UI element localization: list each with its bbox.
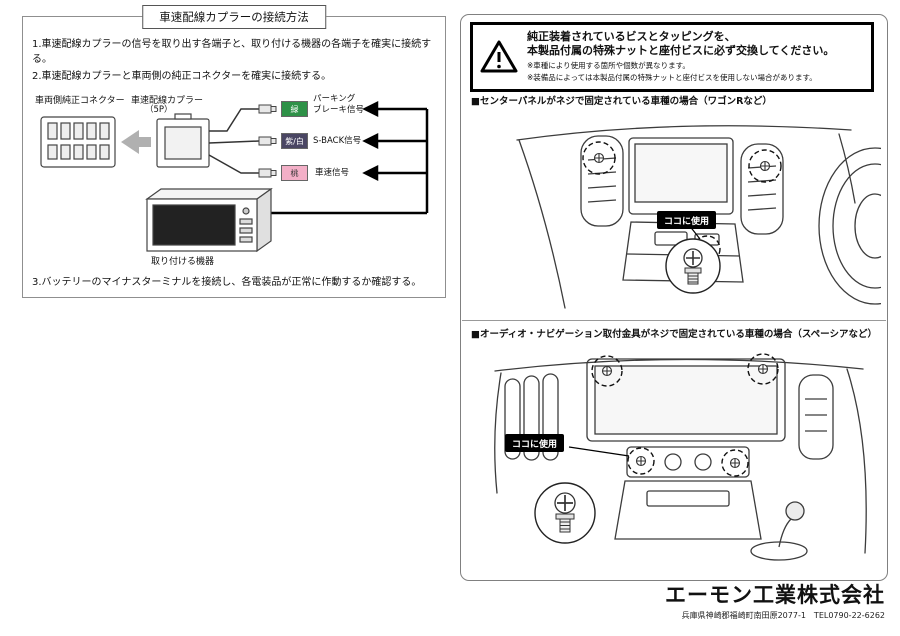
warning-text: 純正装着されているビスとタッピングを、 本製品付属の特殊ナットと座付ビスに必ず交… <box>527 30 863 84</box>
wagonr-dashboard-illustration <box>516 125 881 309</box>
bolt-closeup <box>534 482 596 544</box>
screw-closeup <box>665 238 721 294</box>
section1-heading: ■センターパネルがネジで固定されている車種の場合（ワゴンRなど） <box>471 96 772 107</box>
wiring-diagram-art <box>40 100 429 253</box>
connection-instructions-panel: 車速配線カプラーの接続方法 1.車速配線カプラーの信号を取り出す各端子と、取り付… <box>22 5 446 298</box>
wire-terminals <box>258 104 277 178</box>
screw-highlight-circles <box>591 353 779 477</box>
wire-color-chip-pink: 桃 <box>281 165 308 181</box>
instruction-step-2: 2.車速配線カプラーと車両側の純正コネクターを確実に接続する。 <box>32 71 332 82</box>
vehicle-connector-label: 車両側純正コネクター <box>35 96 125 106</box>
dashboard-outline <box>516 125 856 309</box>
panel-title: 車速配線カプラーの接続方法 <box>142 5 326 29</box>
signal-label-sback: S-BACK信号 <box>313 136 362 146</box>
company-name: エーモン工業株式会社 <box>665 583 885 607</box>
instruction-step-3: 3.バッテリーのマイナスターミナルを接続し、各電装品が正常に作動するか確認する。 <box>32 277 422 288</box>
center-console <box>614 480 762 540</box>
warning-heading-line2: 本製品付属の特殊ナットと座付ビスに必ず交換してください。 <box>527 44 835 58</box>
climate-panel <box>626 446 750 478</box>
screw-icons <box>601 363 769 469</box>
screw-highlight-circles <box>582 141 782 263</box>
device-label: 取り付ける機器 <box>151 257 215 267</box>
navigation-screen <box>586 358 786 442</box>
use-here-callout-1: ココに使用 <box>657 211 717 229</box>
coupler-label: 車速配線カプラー <box>131 96 204 106</box>
section-divider <box>462 320 886 321</box>
instruction-step-1: 1.車速配線カプラーの信号を取り出す各端子と、取り付ける機器の各端子を確実に接続… <box>32 39 432 65</box>
left-air-vent <box>580 135 624 227</box>
use-here-callout-2: ココに使用 <box>505 434 565 452</box>
company-address: 兵庫県神崎郡福崎町南田原2077-1 TEL0790-22-6262 <box>681 611 885 621</box>
company-footer: エーモン工業株式会社 兵庫県神崎郡福崎町南田原2077-1 TEL0790-22… <box>665 583 885 621</box>
right-air-vent <box>740 143 784 235</box>
gear-shifter <box>750 501 808 561</box>
screw-replacement-panel: 純正装着されているビスとタッピングを、 本製品付属の特殊ナットと座付ビスに必ず交… <box>460 14 888 581</box>
warning-note-2: ※装備品によっては本製品付属の特殊ナットと座付ビスを使用しない場合があります。 <box>527 73 817 83</box>
center-screen <box>628 137 734 215</box>
warning-heading-line1: 純正装着されているビスとタッピングを、 <box>527 30 736 43</box>
callout-leader-line <box>568 446 630 457</box>
wiring-diagram: 車両側純正コネクター 車速配線カプラー （5P） 緑 紫/白 桃 パーキング ブ… <box>29 91 441 271</box>
device-connection-arrows <box>271 100 429 215</box>
warning-triangle-icon <box>480 40 518 73</box>
vehicle-connector-drawing <box>40 116 116 168</box>
head-unit-drawing <box>145 187 273 253</box>
warning-note-1: ※車種により使用する箇所や個数が異なります。 <box>527 60 690 70</box>
section2-heading: ■オーディオ・ナビゲーション取付金具がネジで固定されている車種の場合（スペーシア… <box>471 329 877 340</box>
signal-line: ブレーキ信号 <box>313 104 365 115</box>
signal-label-parking-brake: パーキング ブレーキ信号 <box>313 94 364 115</box>
coupler-pin-count-label: （5P） <box>145 105 173 115</box>
wires <box>208 108 260 174</box>
wire-color-chip-purple-white: 紫/白 <box>281 133 308 149</box>
signal-line: パーキング <box>313 94 356 104</box>
warning-box: 純正装着されているビスとタッピングを、 本製品付属の特殊ナットと座付ビスに必ず交… <box>470 22 874 92</box>
speed-coupler-drawing <box>156 113 210 168</box>
steering-wheel <box>818 147 881 305</box>
plug-direction-arrow-icon <box>121 130 151 154</box>
right-air-vent <box>798 374 834 460</box>
left-grille <box>504 373 559 461</box>
signal-label-vehicle-speed: 車速信号 <box>315 168 350 178</box>
spacia-dashboard-illustration <box>494 353 867 561</box>
wire-color-chip-green: 緑 <box>281 101 308 117</box>
